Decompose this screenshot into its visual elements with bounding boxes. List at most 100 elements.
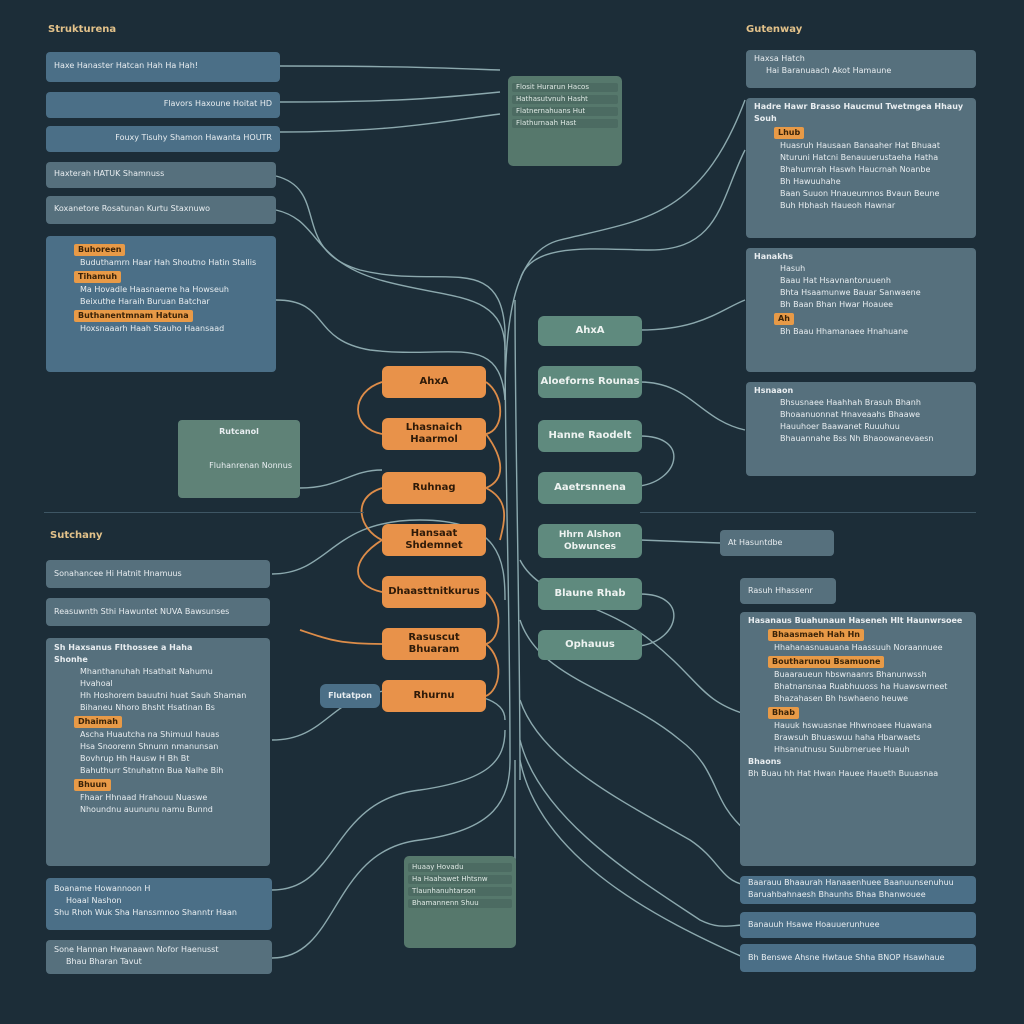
detail-line: Nturuni Hatcni Benauuerustaeha Hatha [780,153,939,162]
tag-label: Bhaasmaeh Hah Hn [768,629,864,641]
stack-item: Huaay Hovadu [408,863,512,872]
tag-label: Ah [774,313,794,325]
chip-text: Rasuh Hhassenr [748,586,813,595]
right-bottom-row-1[interactable]: Baarauu Bhaaurah Hanaaenhuee Baanuunsenu… [740,876,976,904]
right-bottom-row-3[interactable]: Bh Benswe Ahsne Hwtaue Shha BNOP Hsawhau… [740,944,976,972]
right-mid-detail-panel[interactable]: Hanakhs Hasuh Baau Hat Hsavnantoruuenh B… [746,248,976,372]
left-top-row-1[interactable]: Haxe Hanaster Hatcan Hah Ha Hah! [46,52,280,82]
row-text: Baarauu Bhaaurah Hanaaenhuee Baanuunsenu… [748,878,954,887]
detail-line: Hh Hoshorem bauutni huat Sauh Shaman [80,691,247,700]
row-text: Reasuwnth Sthi Hawuntet NUVA Bawsunses [54,607,230,616]
green-node-5[interactable]: Hhrn Alshon Obwunces [538,524,642,558]
detail-line: Buaaraueun hbswnaanrs Bhanunwssh [774,670,927,679]
green-node-1[interactable]: AhxA [538,316,642,346]
row-text: Sonahancee Hi Hatnit Hnamuus [54,569,182,578]
detail-line: Hvahoal [80,679,113,688]
right-low-detail-panel[interactable]: Hsnaaon Bhsusnaee Haahhah Brasuh Bhanh B… [746,382,976,476]
left-bottom-row-1[interactable]: Sonahancee Hi Hatnit Hnamuus [46,560,270,588]
stack-item: Tlaunhanuhtarson [408,887,512,896]
right-top-detail-panel[interactable]: Hadre Hawr Brasso Haucmul Twetmgea Hhauy… [746,98,976,238]
orange-node-5[interactable]: Dhaasttnitkurus [382,576,486,608]
detail-line: Bhauannahe Bss Nh Bhaoowanevaesn [780,434,934,443]
detail-line: Huasruh Hausaan Banaaher Hat Bhuaat [780,141,940,150]
row-text: Bhau Bharan Tavut [66,957,142,966]
stack-item: Hathasutvnuh Hasht [512,95,618,104]
right-chip-1[interactable]: At Hasuntdbe [720,530,834,556]
detail-line: Hhsanutnusu Suubrneruee Huauh [774,745,910,754]
tag-label: Bhuun [74,779,111,791]
panel-heading: Hadre Hawr Brasso Haucmul Twetmgea Hhauy [754,102,964,111]
row-text: Fouxy Tisuhy Shamon Hawanta HOUTR [115,133,272,142]
left-mid-box[interactable]: Rutcanol Fluhanrenan Nonnus [178,420,300,498]
right-bottom-row-2[interactable]: Banauuh Hsawe Hoauuerunhuee [740,912,976,938]
left-top-detail-panel[interactable]: Buhoreen Buduthamrn Haar Hah Shoutno Hat… [46,236,276,372]
orange-node-4[interactable]: Hansaat Shdemnet [382,524,486,556]
tag-label: Buhoreen [74,244,126,256]
left-bottom-row-2[interactable]: Reasuwnth Sthi Hawuntet NUVA Bawsunses [46,598,270,626]
green-node-3[interactable]: Hanne Raodelt [538,420,642,452]
center-top-stack[interactable]: Flosit Hurarun Hacos Hathasutvnuh Hasht … [508,76,622,166]
tag-label: Buthanentmnam Hatuna [74,310,193,322]
small-tag-node[interactable]: Flutatpon [320,684,380,708]
detail-line: Bhazahasen Bh hswhaeno heuwe [774,694,909,703]
bottom-center-stack[interactable]: Huaay Hovadu Ha Haahawet Hhtsnw Tlaunhan… [404,856,516,948]
orange-node-7[interactable]: Rhurnu [382,680,486,712]
row-text: Hai Baranuaach Akot Hamaune [766,66,892,75]
stack-item: Ha Haahawet Hhtsnw [408,875,512,884]
panel-heading: Hsnaaon [754,386,794,395]
left-bottom-row-3[interactable]: Boaname Howannoon H Hoaal Nashon Shu Rho… [46,878,272,930]
row-text: Bh Benswe Ahsne Hwtaue Shha BNOP Hsawhau… [748,953,945,962]
section-header-top-right: Gutenway [746,24,803,35]
panel-heading: Sh Haxsanus Flthossee a Haha [54,643,193,652]
left-top-row-2[interactable]: Flavors Haxoune Hoitat HD [46,92,280,118]
row-text: Flavors Haxoune Hoitat HD [163,99,272,108]
left-top-row-3[interactable]: Fouxy Tisuhy Shamon Hawanta HOUTR [46,126,280,152]
box-line: Fluhanrenan Nonnus [209,461,292,470]
detail-line: Bhahumrah Haswh Haucrnah Noanbe [780,165,931,174]
detail-line: Buh Hbhash Haueoh Hawnar [780,201,896,210]
row-text: Haxterah HATUK Shamnuss [54,169,165,178]
tag-label: Dhaimah [74,716,122,728]
stack-item: Flathurnaah Hast [512,119,618,128]
panel-heading: Shonhe [54,655,88,664]
panel-heading: Bhaons [748,757,782,766]
detail-line: Bhoaanuonnat Hnaveaahs Bhaawe [780,410,921,419]
box-spacer [178,438,300,460]
orange-node-1[interactable]: AhxA [382,366,486,398]
detail-line: Bh Buau hh Hat Hwan Hauee Haueth Buuasna… [748,769,939,778]
divider-left [44,512,364,513]
left-top-row-4[interactable]: Haxterah HATUK Shamnuss [46,162,276,188]
row-text: Haxe Hanaster Hatcan Hah Ha Hah! [54,61,198,70]
row-text: Koxanetore Rosatunan Kurtu Staxnuwo [54,204,211,213]
left-top-row-5[interactable]: Koxanetore Rosatunan Kurtu Staxnuwo [46,196,276,224]
detail-line: Bh Baan Bhan Hwar Hoauee [780,300,894,309]
row-text: Shu Rhoh Wuk Sha Hanssmnoo Shanntr Haan [54,908,237,917]
orange-node-3[interactable]: Ruhnag [382,472,486,504]
box-title: Rutcanol [219,427,259,436]
panel-heading: Hasanaus Buahunaun Haseneh Hlt Haunwrsoe… [748,616,963,625]
left-bottom-row-4[interactable]: Sone Hannan Hwanaawn Nofor Haenusst Bhau… [46,940,272,974]
green-node-4[interactable]: Aaetrsnnena [538,472,642,504]
panel-heading: Hanakhs [754,252,793,261]
green-node-2[interactable]: Aloeforns Rounas [538,366,642,398]
detail-line: Ma Hovadle Haasnaeme ha Howseuh [80,285,229,294]
left-bottom-detail-panel[interactable]: Sh Haxsanus Flthossee a Haha Shonhe Mhan… [46,638,270,866]
detail-line: Mhanthanuhah Hsathalt Nahumu [80,667,213,676]
detail-line: Beixuthe Haraih Buruan Batchar [80,297,210,306]
green-node-6[interactable]: Blaune Rhab [538,578,642,610]
detail-line: Bhsusnaee Haahhah Brasuh Bhanh [780,398,921,407]
detail-line: Ascha Huautcha na Shimuul hauas [80,730,220,739]
orange-node-2[interactable]: Lhasnaich Haarmol [382,418,486,450]
green-node-7[interactable]: Ophauus [538,630,642,660]
right-top-row-1[interactable]: Haxsa Hatch Hai Baranuaach Akot Hamaune [746,50,976,88]
detail-line: Baan Suuon Hnaueumnos Bvaun Beune [780,189,940,198]
right-chip-2[interactable]: Rasuh Hhassenr [740,578,836,604]
divider-right [640,512,976,513]
right-bottom-detail-panel[interactable]: Hasanaus Buahunaun Haseneh Hlt Haunwrsoe… [740,612,976,866]
stack-item: Bhamannenn Shuu [408,899,512,908]
detail-line: Bhatnansnaa Ruabhuuoss ha Huawswrneet [774,682,948,691]
orange-node-6[interactable]: Rasuscut Bhuaram [382,628,486,660]
section-header-mid-left: Sutchany [50,530,103,541]
